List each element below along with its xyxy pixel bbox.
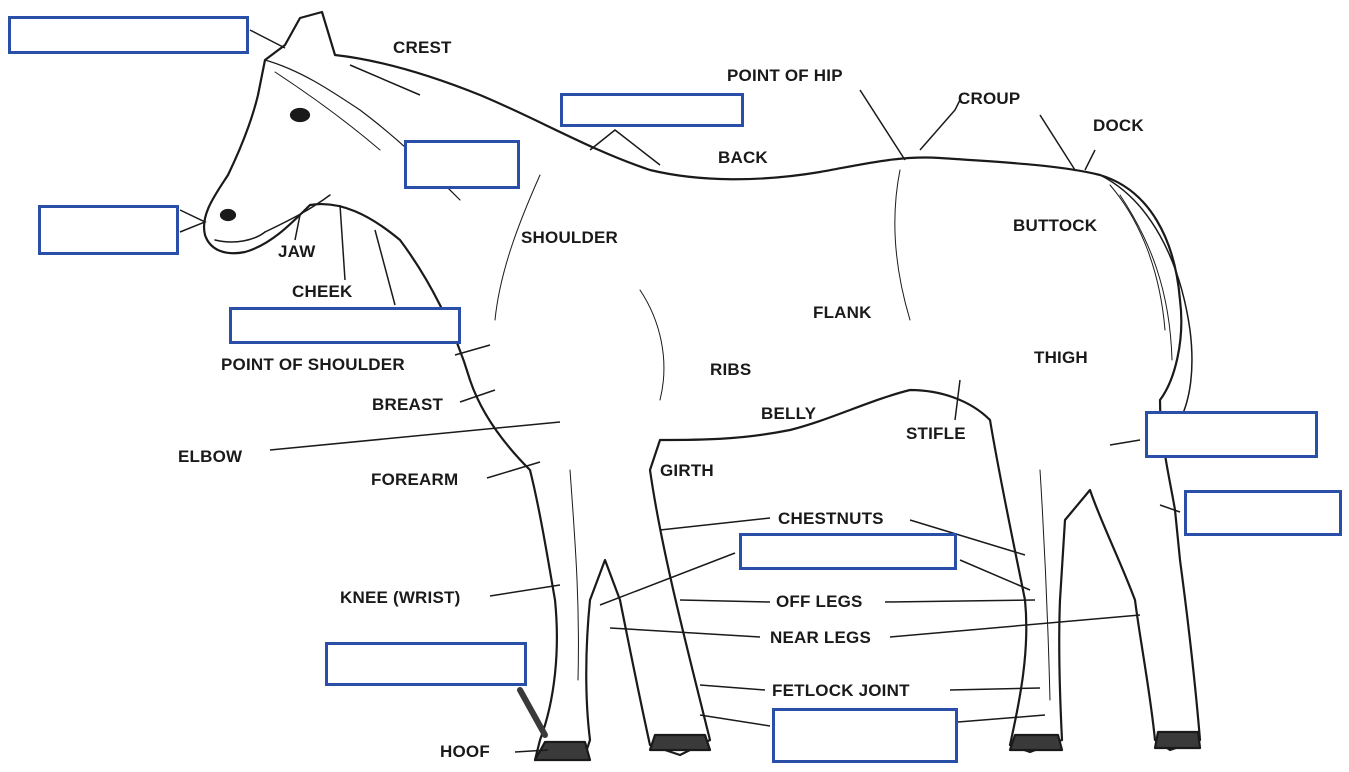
label-belly: BELLY [761,404,816,424]
label-back: BACK [718,148,768,168]
label-ribs: RIBS [710,360,751,380]
label-cheek: CHEEK [292,282,353,302]
label-flank: FLANK [813,303,872,323]
label-near-legs: NEAR LEGS [770,628,871,648]
label-point-of-shoulder: POINT OF SHOULDER [221,355,405,375]
label-dock: DOCK [1093,116,1144,136]
label-thigh: THIGH [1034,348,1088,368]
blank-box-ear[interactable] [8,16,249,54]
label-stifle: STIFLE [906,424,966,444]
blank-box-cannon[interactable] [739,533,957,570]
label-crest: CREST [393,38,452,58]
blank-box-hock[interactable] [1184,490,1342,536]
blank-box-withers[interactable] [560,93,744,127]
label-elbow: ELBOW [178,447,242,467]
label-forearm: FOREARM [371,470,458,490]
blank-box-gaskin[interactable] [1145,411,1318,458]
label-buttock: BUTTOCK [1013,216,1097,236]
label-girth: GIRTH [660,461,714,481]
label-off-legs: OFF LEGS [776,592,863,612]
label-point-of-hip: POINT OF HIP [727,66,843,86]
label-fetlock-joint: FETLOCK JOINT [772,681,910,701]
blank-box-throat[interactable] [229,307,461,344]
blank-box-pastern[interactable] [772,708,958,763]
label-breast: BREAST [372,395,443,415]
blank-box-neck[interactable] [404,140,520,189]
label-shoulder: SHOULDER [521,228,618,248]
label-chestnuts: CHESTNUTS [778,509,884,529]
blank-box-coronet[interactable] [325,642,527,686]
label-croup: CROUP [958,89,1020,109]
blank-box-muzzle[interactable] [38,205,179,255]
label-knee: KNEE (WRIST) [340,588,460,608]
label-hoof: HOOF [440,742,490,762]
label-jaw: JAW [278,242,315,262]
